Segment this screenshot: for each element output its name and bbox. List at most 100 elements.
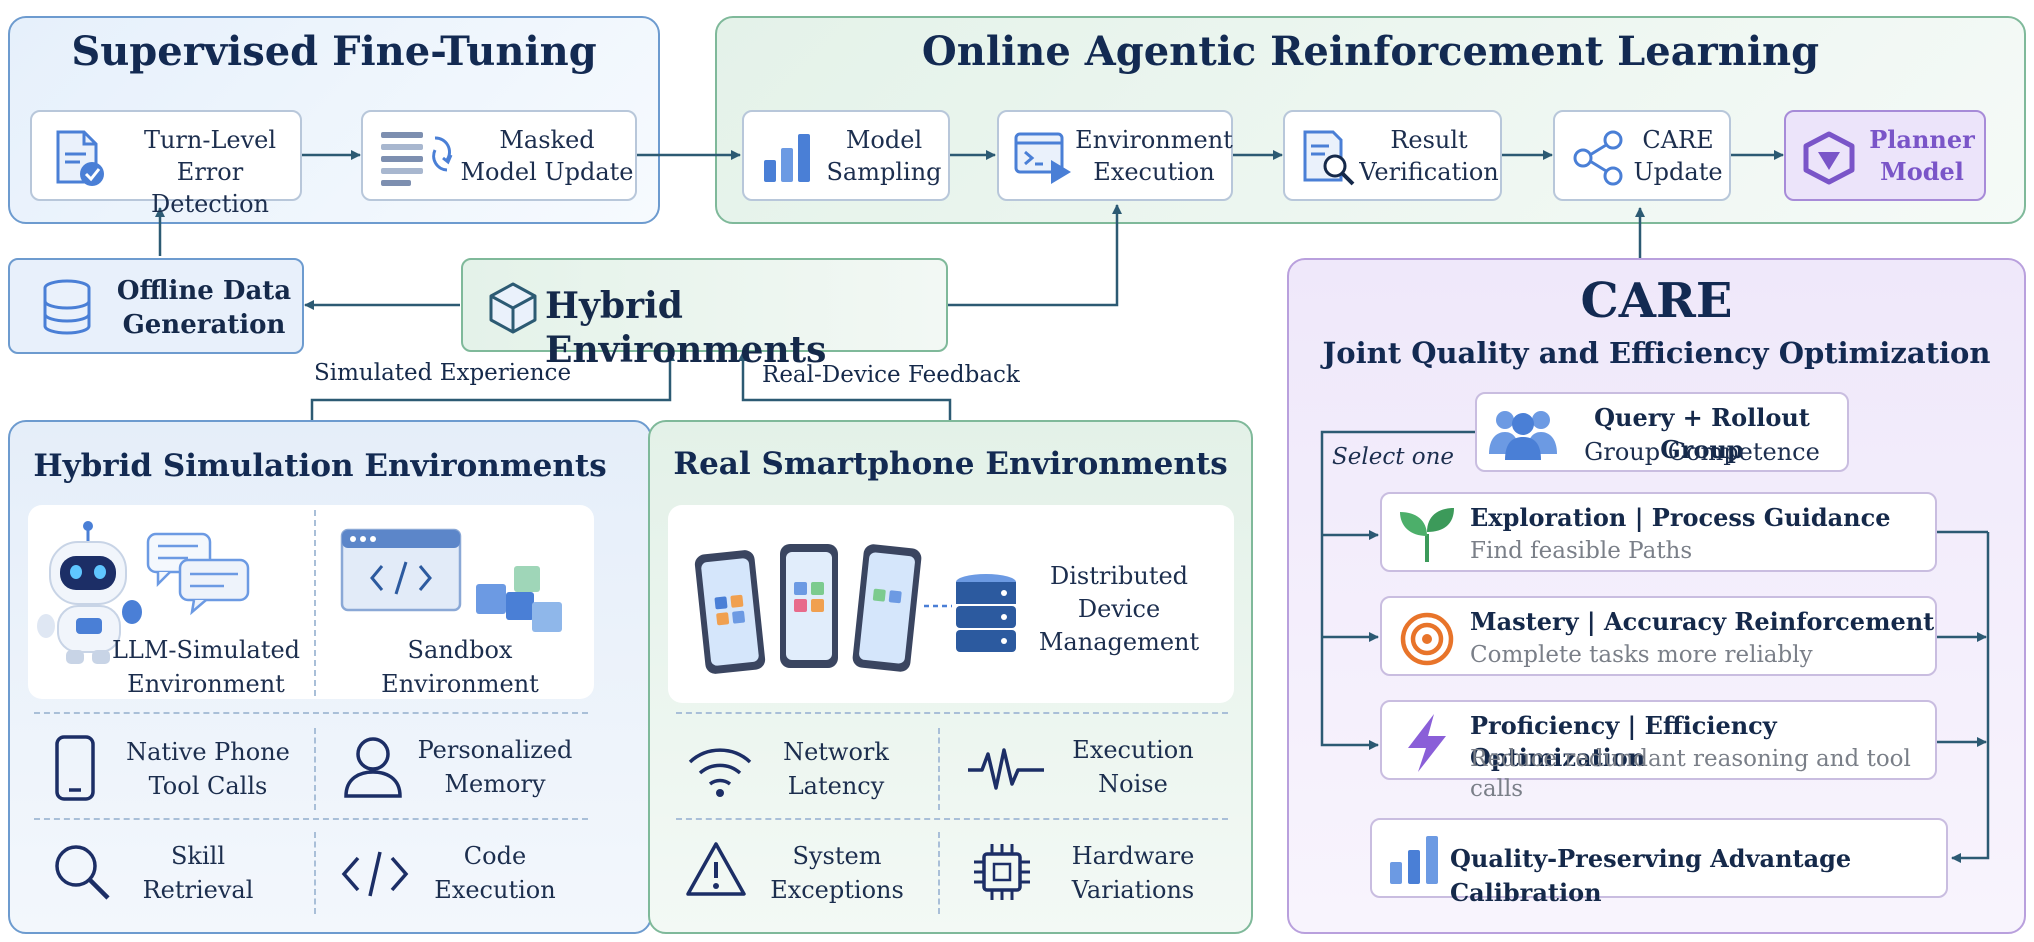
exploration-box: Exploration | Process Guidance Find feas… <box>1380 492 1937 572</box>
query-rollout-box: Query + Rollout Group Group Competence <box>1475 392 1849 472</box>
model-sampling-box: Model Sampling <box>742 110 950 201</box>
cube-icon <box>489 282 537 334</box>
sandbox-environment-label: Environment <box>381 670 539 698</box>
chat-bubbles-icon <box>146 532 250 616</box>
user-icon <box>344 737 402 798</box>
retrieval-label: Retrieval <box>142 876 254 904</box>
exceptions-label: Exceptions <box>770 876 904 904</box>
calibration-box: Quality-Preserving Advantage Calibration <box>1370 818 1948 907</box>
latency-label: Latency <box>787 772 885 800</box>
environment-execution-box: Environment Execution <box>997 110 1233 201</box>
real-divider-v1 <box>938 728 940 810</box>
turn-level-error-detection-box: Turn-Level Error Detection <box>30 110 302 218</box>
mastery-sub: Complete tasks more reliably <box>1470 642 1813 668</box>
server-stack-icon <box>956 574 1016 652</box>
proficiency-title: Proficiency | Efficiency Optimization <box>1470 711 1777 772</box>
document-search-icon <box>1303 130 1355 186</box>
execution-code-label: Execution <box>434 876 556 904</box>
proficiency-box: Proficiency | Efficiency Optimization Re… <box>1380 700 1937 802</box>
arrow-real-feedback <box>738 351 952 420</box>
query-rollout-label: Query + Rollout Group <box>1594 403 1810 464</box>
care-title: CARE <box>1580 273 1733 329</box>
code-icon <box>341 851 409 897</box>
terminal-play-icon <box>1014 132 1071 184</box>
target-icon <box>1400 612 1454 666</box>
hybrid-title: Hybrid Environments <box>545 285 827 371</box>
code-window-icon <box>340 528 462 612</box>
database-icon <box>43 279 91 335</box>
result-verification-box: Result Verification <box>1283 110 1502 201</box>
native-phone-label: Native Phone <box>126 738 290 766</box>
group-competence-label: Group Competence <box>1584 438 1820 466</box>
proficiency-sub: Reduce redundant reasoning and tool call… <box>1470 746 1911 802</box>
waveform-icon <box>968 748 1044 790</box>
smartphones-icon <box>694 544 922 674</box>
blocks-icon <box>476 566 562 632</box>
lightning-icon <box>1408 714 1446 772</box>
memory-label: Memory <box>444 770 546 798</box>
real-divider-v2 <box>938 832 940 914</box>
real-top-inner <box>668 505 1234 703</box>
sampling-label: Sampling <box>826 158 942 186</box>
users-group-icon <box>1489 411 1557 460</box>
planner-model-label: Model <box>1880 157 1964 186</box>
system-label: System <box>792 842 882 870</box>
environment-label: Environment <box>1075 126 1233 154</box>
execution-noise-label: Execution <box>1072 736 1194 764</box>
llm-environment-label: Environment <box>127 670 285 698</box>
skill-label: Skill <box>170 842 225 870</box>
error-detection-label: Error Detection <box>151 158 269 218</box>
network-label: Network <box>783 738 889 766</box>
bar-chart-icon <box>764 134 810 182</box>
arrow-care-to-calib <box>1951 532 1990 863</box>
variations-label: Variations <box>1071 876 1195 904</box>
real-device-feedback-label: Real-Device Feedback <box>762 362 1020 388</box>
sim-title: Hybrid Simulation Environments <box>33 448 607 484</box>
execution-label: Execution <box>1093 158 1215 186</box>
mastery-title: Mastery | Accuracy Reinforcement <box>1470 607 1935 636</box>
arrow-hybrid-to-env <box>948 204 1122 307</box>
share-nodes-icon <box>1573 130 1623 186</box>
sim-divider-h1 <box>34 712 588 714</box>
planner-logo-icon <box>1803 131 1855 185</box>
noise-label: Noise <box>1098 770 1168 798</box>
document-check-icon <box>56 130 104 186</box>
code-label: Code <box>463 842 527 870</box>
model-update-label: Model Update <box>460 158 634 186</box>
care-update-box: CARE Update <box>1553 110 1731 201</box>
result-label: Result <box>1390 126 1468 154</box>
care-label: CARE <box>1642 126 1714 154</box>
distributed-label: Distributed <box>1049 562 1189 590</box>
link-dashes-icon <box>924 604 952 608</box>
sft-title: Supervised Fine-Tuning <box>71 28 597 75</box>
rl-title: Online Agentic Reinforcement Learning <box>921 28 1820 75</box>
calibration-label: Quality-Preserving Advantage Calibration <box>1450 844 1852 907</box>
arrow-sim-exp <box>310 351 675 420</box>
sim-divider-v2 <box>314 728 316 810</box>
real-divider-h2 <box>676 818 1228 820</box>
sandbox-label: Sandbox <box>407 636 513 664</box>
sim-divider-v1 <box>314 510 316 696</box>
real-divider-h1 <box>676 712 1228 714</box>
device-label: Device <box>1077 595 1161 623</box>
turn-level-label: Turn-Level <box>143 126 277 154</box>
hardware-label: Hardware <box>1071 842 1195 870</box>
list-refresh-icon <box>381 132 453 186</box>
sim-divider-h2 <box>34 818 588 820</box>
exploration-sub: Find feasible Paths <box>1470 538 1693 564</box>
mastery-box: Mastery | Accuracy Reinforcement Complet… <box>1380 596 1937 676</box>
masked-label: Masked <box>499 126 595 154</box>
sprout-icon <box>1400 508 1454 562</box>
wifi-icon <box>688 748 752 797</box>
offline-data-label: Offline Data <box>116 276 292 306</box>
management-label: Management <box>1038 628 1200 656</box>
model-label: Model <box>845 126 923 154</box>
verification-label: Verification <box>1359 158 1499 186</box>
warning-icon <box>686 842 746 896</box>
hybrid-environments-box: Hybrid Environments <box>461 258 948 371</box>
exploration-title: Exploration | Process Guidance <box>1470 503 1891 532</box>
tool-calls-label: Tool Calls <box>148 772 268 800</box>
simulated-experience-label: Simulated Experience <box>314 360 572 386</box>
personalized-label: Personalized <box>417 736 573 764</box>
